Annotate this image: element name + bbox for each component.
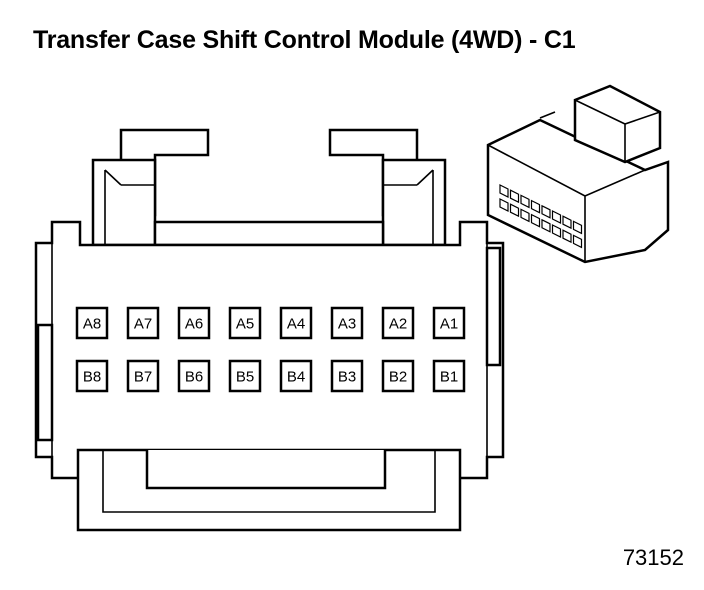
pin-cavity-b5: B5 [228,359,262,393]
iso-pin-cavity [562,229,572,244]
pin-box [432,306,466,340]
iso-pin-cavity [551,224,562,238]
pin-label: A7 [134,316,152,333]
pin-label: A6 [185,316,203,333]
pin-box [177,306,211,340]
pin-cavity-a8: A8 [75,306,109,340]
iso-pin-cavity [530,213,541,228]
pin-cavity-a4: A4 [279,306,313,340]
iso-pin-cavity [499,184,509,198]
pin-label: B6 [185,369,203,386]
pin-label: B5 [236,369,254,386]
right-latch [328,128,447,247]
pin-cavity-b7: B7 [126,359,160,393]
pin-cavity-a2: A2 [381,306,415,340]
iso-pin-grid [499,184,583,249]
pin-box [330,306,364,340]
pin-cavity-a3: A3 [330,306,364,340]
pin-cavity-b2: B2 [381,359,415,393]
pin-cavity-b1: B1 [432,359,466,393]
iso-pin-cavity [572,220,583,235]
pin-label: A5 [236,316,254,333]
pin-box [177,359,211,393]
iso-pin-cavity [509,189,520,204]
pin-label: A4 [287,316,305,333]
pin-label: A3 [338,316,356,333]
figure-id: 73152 [622,545,684,570]
pin-box [381,306,415,340]
pin-label: B7 [134,369,152,386]
pin-label: B2 [389,369,407,386]
iso-pin-cavity [509,203,520,218]
right-side-rib [485,246,502,367]
pin-cavity-b3: B3 [330,359,364,393]
pin-cavity-b6: B6 [177,359,211,393]
pin-label: B3 [338,369,356,386]
pin-box [279,359,313,393]
connector-iso-view [486,84,670,264]
polarization-key [145,450,387,490]
iso-pin-cavity [572,234,583,249]
pin-cavity-a7: A7 [126,306,160,340]
pin-box [126,359,160,393]
left-side-rib [36,323,54,442]
pin-box [75,306,109,340]
pin-cavity-a6: A6 [177,306,211,340]
pin-label: A2 [389,316,407,333]
pin-cavity-a1: A1 [432,306,466,340]
pin-box [381,359,415,393]
iso-pin-cavity [562,215,572,230]
iso-pin-cavity [499,198,509,212]
pin-label: B8 [83,369,101,386]
diagram-title: Transfer Case Shift Control Module (4WD)… [33,26,576,54]
pin-cavity-b8: B8 [75,359,109,393]
iso-pin-cavity [541,204,551,219]
iso-pin-cavity [551,210,562,224]
left-latch [91,128,210,247]
iso-pin-cavity [520,208,530,223]
pin-label: A1 [440,316,458,333]
latch-bridge [153,220,385,247]
pin-box [228,359,262,393]
pin-box [432,359,466,393]
pin-label: A8 [83,316,101,333]
iso-pin-cavity [520,194,530,209]
pin-box [75,359,109,393]
pin-box [228,306,262,340]
pin-cavity-b4: B4 [279,359,313,393]
connector-body [34,220,505,480]
shroud-inner [102,450,436,513]
pin-box [126,306,160,340]
pin-box [279,306,313,340]
pin-label: B1 [440,369,458,386]
pin-box [330,359,364,393]
iso-pin-cavity [530,199,541,214]
pin-label: B4 [287,369,305,386]
iso-pin-cavity [541,218,551,233]
pin-cavity-a5: A5 [228,306,262,340]
